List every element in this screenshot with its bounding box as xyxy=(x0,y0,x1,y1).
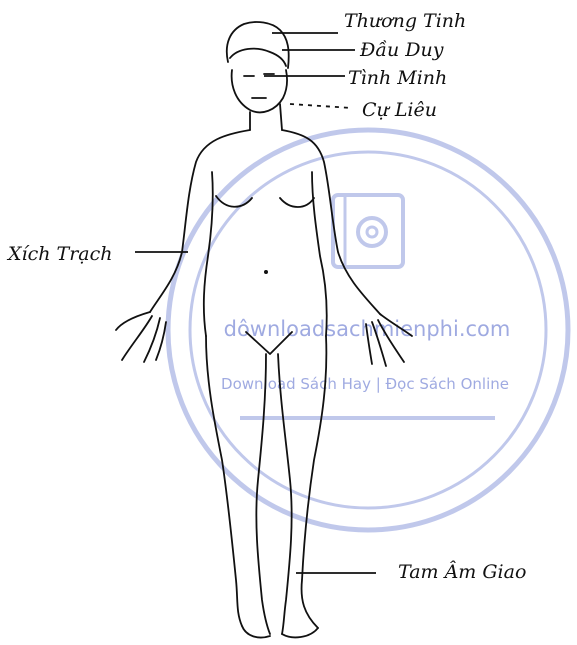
leader-cu-lieu xyxy=(290,104,352,108)
label-tinh-minh: Tình Minh xyxy=(348,67,447,89)
left-inner-leg xyxy=(256,354,270,634)
label-dau-duy: Đầu Duy xyxy=(359,39,444,61)
left-hand xyxy=(116,312,166,362)
hair xyxy=(227,22,289,68)
left-foot xyxy=(242,626,270,638)
label-cu-lieu: Cự Liêu xyxy=(362,99,437,121)
label-thuong-tinh: Thương Tinh xyxy=(344,10,466,32)
watermark-tagline: Download Sách Hay | Đọc Sách Online xyxy=(221,375,509,393)
right-foot xyxy=(282,628,318,637)
breasts xyxy=(216,196,314,207)
right-inner-leg xyxy=(278,354,292,634)
torso-right xyxy=(312,172,327,336)
neck xyxy=(250,104,282,130)
torso-left xyxy=(204,172,213,336)
navel xyxy=(264,270,268,274)
label-tam-am-giao: Tam Âm Giao xyxy=(398,560,526,583)
label-xich-trach: Xích Trạch xyxy=(6,243,112,265)
book-icon xyxy=(333,195,403,267)
